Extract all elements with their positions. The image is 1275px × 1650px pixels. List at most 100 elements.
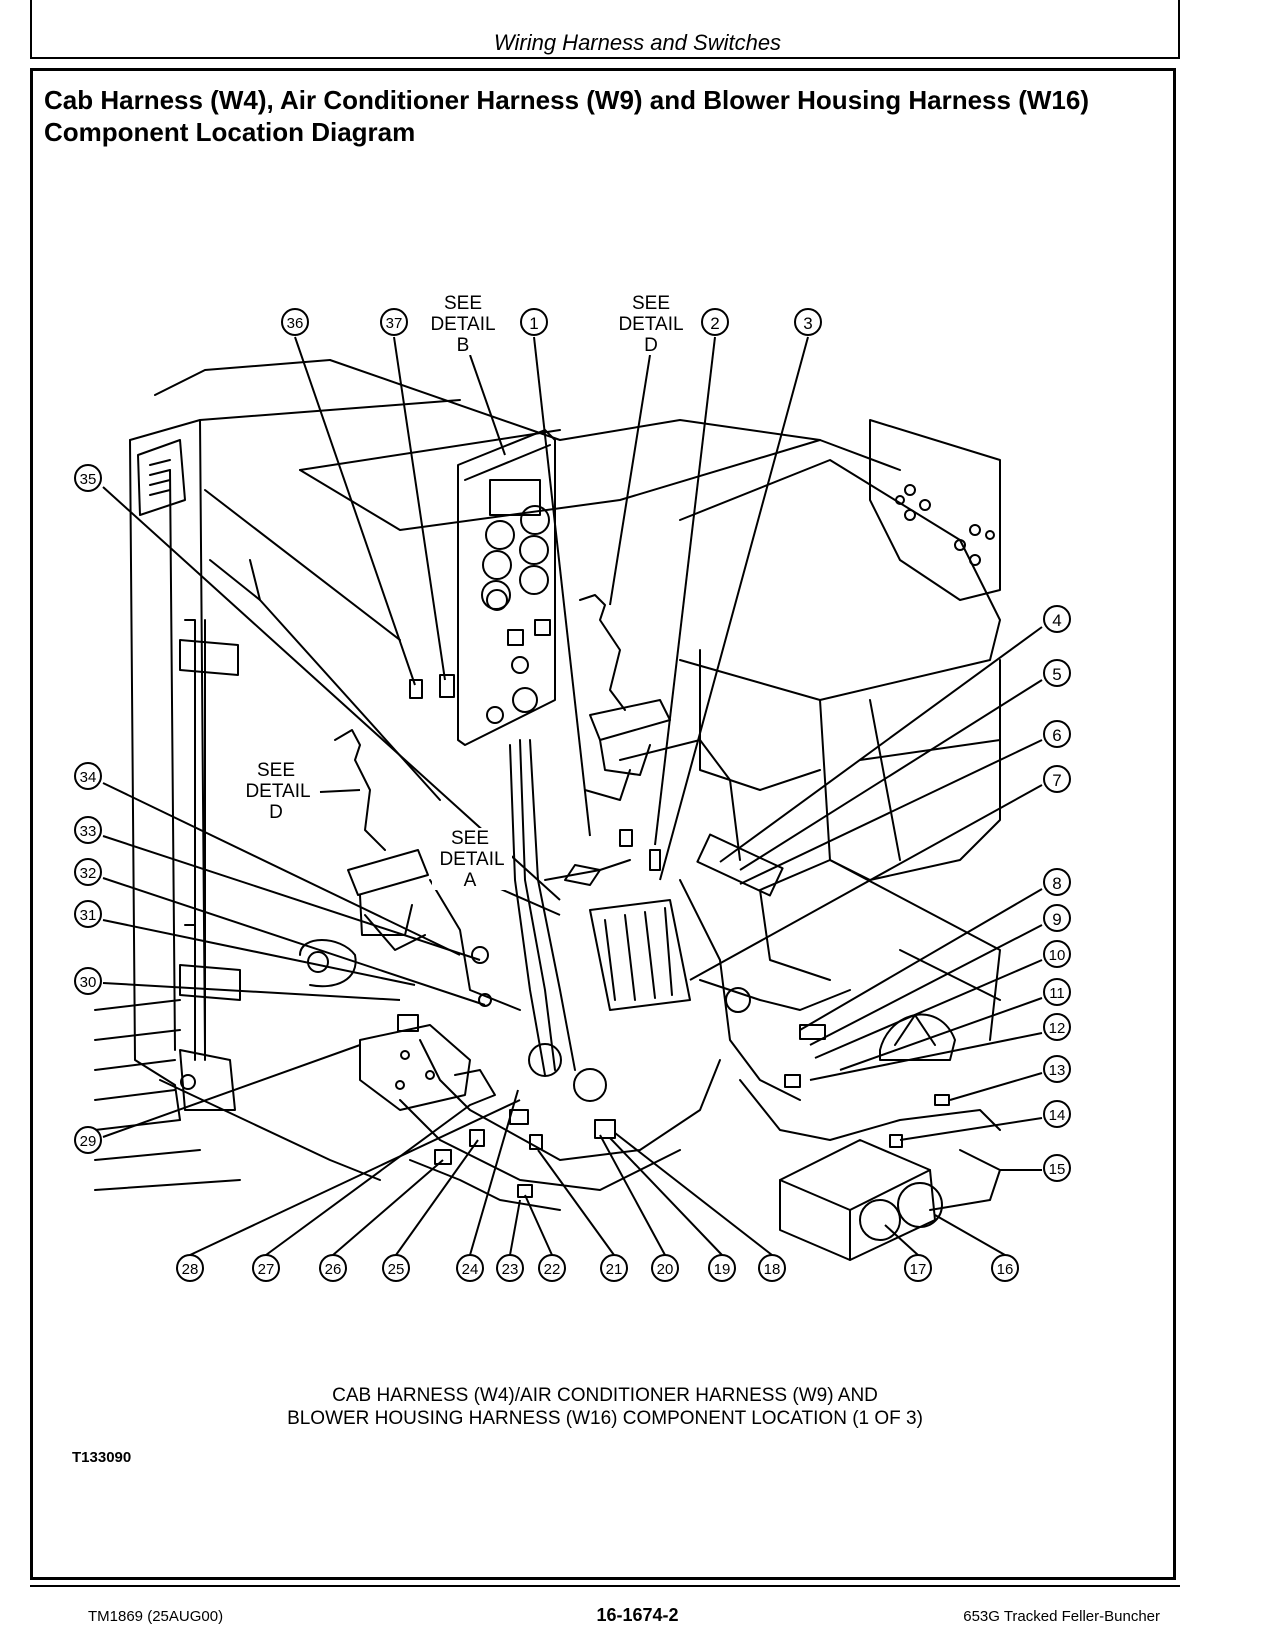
callout-25: 25: [382, 1254, 410, 1282]
svg-text:33: 33: [80, 823, 97, 840]
detail-d-top-label: SEE DETAIL D: [612, 293, 692, 356]
callout-13: 13: [1043, 1055, 1071, 1083]
callout-16: 16: [991, 1254, 1019, 1282]
callout-30: 30: [74, 967, 102, 995]
svg-text:A: A: [464, 870, 477, 891]
svg-text:25: 25: [388, 1261, 405, 1278]
callout-36: 36: [281, 308, 309, 336]
svg-text:12: 12: [1049, 1020, 1066, 1037]
svg-text:31: 31: [80, 907, 97, 924]
svg-text:8: 8: [1052, 874, 1061, 893]
detail-labels: SEE DETAIL B SEE DETAIL D SEE DETAIL D S…: [238, 293, 692, 891]
callout-18: 18: [758, 1254, 786, 1282]
detail-b-label: SEE DETAIL B: [425, 293, 505, 356]
section-header: Wiring Harness and Switches: [493, 30, 782, 55]
svg-text:35: 35: [80, 471, 97, 488]
svg-text:17: 17: [910, 1261, 927, 1278]
callout-28: 28: [176, 1254, 204, 1282]
svg-text:24: 24: [462, 1261, 479, 1278]
callout-11: 11: [1043, 978, 1071, 1006]
callout-19: 19: [708, 1254, 736, 1282]
svg-text:29: 29: [80, 1133, 97, 1150]
callout-2: 2: [701, 308, 729, 336]
callout-3: 3: [794, 308, 822, 336]
callout-29: 29: [74, 1126, 102, 1154]
callout-35: 35: [74, 464, 102, 492]
svg-text:32: 32: [80, 865, 97, 882]
svg-text:SEE: SEE: [451, 828, 489, 849]
cab-drawing: [94, 359, 1001, 1261]
svg-text:37: 37: [386, 315, 403, 332]
callout-15: 15: [1043, 1154, 1071, 1182]
callout-6: 6: [1043, 720, 1071, 748]
page-title-line1: Cab Harness (W4), Air Conditioner Harnes…: [44, 85, 1089, 115]
callout-14: 14: [1043, 1100, 1071, 1128]
svg-text:13: 13: [1049, 1062, 1066, 1079]
header-frame: [30, 0, 1180, 59]
figure-caption-line2: BLOWER HOUSING HARNESS (W16) COMPONENT L…: [287, 1408, 923, 1429]
callout-32: 32: [74, 858, 102, 886]
detail-a-label: SEE DETAIL A: [432, 828, 512, 891]
svg-text:1: 1: [529, 314, 538, 333]
callout-31: 31: [74, 900, 102, 928]
page-title-line2: Component Location Diagram: [44, 117, 416, 147]
svg-text:22: 22: [544, 1261, 561, 1278]
svg-text:7: 7: [1052, 771, 1061, 790]
callout-1: 1: [520, 308, 548, 336]
callout-23: 23: [496, 1254, 524, 1282]
svg-text:B: B: [457, 335, 470, 356]
callout-4: 4: [1043, 605, 1071, 633]
svg-text:28: 28: [182, 1261, 199, 1278]
svg-text:DETAIL: DETAIL: [618, 314, 683, 335]
callout-9: 9: [1043, 904, 1071, 932]
svg-text:16: 16: [997, 1261, 1014, 1278]
svg-text:14: 14: [1049, 1107, 1066, 1124]
callout-34: 34: [74, 762, 102, 790]
svg-text:4: 4: [1052, 611, 1061, 630]
callout-5: 5: [1043, 659, 1071, 687]
content-frame: [30, 68, 1176, 1580]
svg-text:D: D: [644, 335, 658, 356]
svg-text:DETAIL: DETAIL: [245, 781, 310, 802]
callout-26: 26: [319, 1254, 347, 1282]
svg-text:D: D: [269, 802, 283, 823]
callout-22: 22: [538, 1254, 566, 1282]
callout-7: 7: [1043, 765, 1071, 793]
svg-text:19: 19: [714, 1261, 731, 1278]
svg-text:34: 34: [80, 769, 97, 786]
footer-page-number: 16-1674-2: [596, 1605, 679, 1625]
figure-id: T133090: [72, 1449, 132, 1466]
callout-8: 8: [1043, 868, 1071, 896]
callout-33: 33: [74, 816, 102, 844]
callout-27: 27: [252, 1254, 280, 1282]
callout-markers: 1 2 3 4 5 6 7 8 9 10 11 12 13 14 15 16 1…: [74, 308, 1071, 1282]
footer-manual-id: TM1869 (25AUG00): [88, 1608, 224, 1625]
svg-text:3: 3: [803, 314, 812, 333]
svg-text:30: 30: [80, 974, 97, 991]
page-title: Cab Harness (W4), Air Conditioner Harnes…: [44, 84, 1164, 148]
svg-text:26: 26: [325, 1261, 342, 1278]
svg-text:DETAIL: DETAIL: [430, 314, 495, 335]
svg-text:11: 11: [1049, 985, 1065, 1002]
svg-text:6: 6: [1052, 726, 1061, 745]
svg-text:9: 9: [1052, 910, 1061, 929]
callout-17: 17: [904, 1254, 932, 1282]
svg-text:2: 2: [710, 314, 719, 333]
svg-text:20: 20: [657, 1261, 674, 1278]
callout-20: 20: [651, 1254, 679, 1282]
figure-caption-line1: CAB HARNESS (W4)/AIR CONDITIONER HARNESS…: [332, 1385, 878, 1406]
svg-text:36: 36: [287, 315, 304, 332]
svg-text:27: 27: [258, 1261, 275, 1278]
callout-12: 12: [1043, 1013, 1071, 1041]
footer-machine-model: 653G Tracked Feller-Buncher: [963, 1608, 1160, 1625]
footer-rule: [30, 1585, 1180, 1587]
svg-text:DETAIL: DETAIL: [439, 849, 504, 870]
svg-text:10: 10: [1049, 947, 1066, 964]
callout-21: 21: [600, 1254, 628, 1282]
svg-text:15: 15: [1049, 1161, 1066, 1178]
callout-24: 24: [456, 1254, 484, 1282]
svg-text:21: 21: [606, 1261, 623, 1278]
svg-text:SEE: SEE: [444, 293, 482, 314]
callout-37: 37: [380, 308, 408, 336]
